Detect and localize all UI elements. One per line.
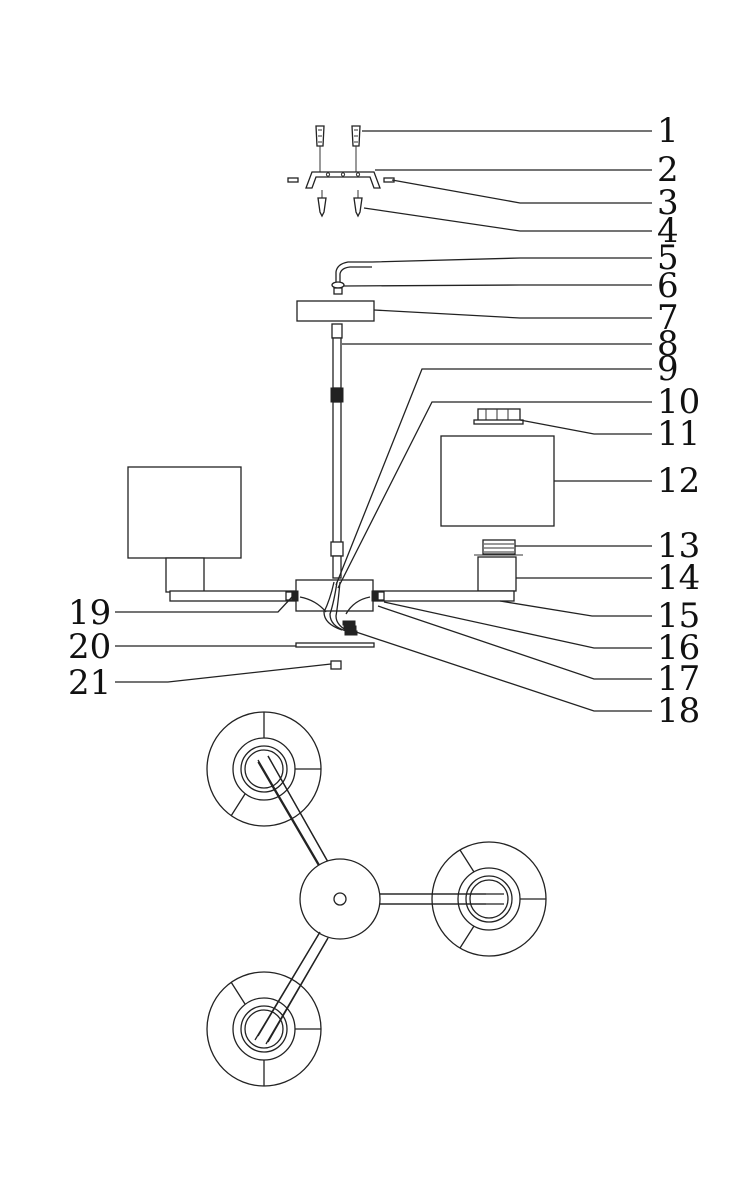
callout-6: 6 [657, 266, 679, 306]
callout-14: 14 [657, 558, 700, 598]
top-view-shade-1 [206, 711, 329, 867]
callout-7: 7 [657, 298, 679, 338]
socket-holder-part [477, 556, 517, 592]
washer-part [331, 281, 345, 289]
wall-plug-part [315, 125, 361, 147]
callout-5: 5 [657, 238, 679, 278]
callout-2: 2 [657, 150, 679, 190]
socket-holder-left [165, 557, 205, 593]
callout-11: 11 [657, 414, 700, 454]
top-view [206, 711, 547, 1087]
top-view-canopy [299, 858, 381, 940]
top-view-shade-2 [431, 841, 547, 957]
arm-nut-right [371, 590, 379, 602]
callout-10: 10 [657, 382, 700, 422]
leader-lines [115, 130, 652, 712]
callout-21: 21 [68, 663, 111, 703]
callout-8: 8 [657, 324, 679, 364]
callout-9: 9 [657, 349, 679, 389]
callout-16: 16 [657, 628, 700, 668]
top-view-center-hole [333, 892, 347, 906]
wall-screw-part [317, 190, 363, 218]
lamp-shade-part [440, 435, 555, 527]
bulb-cap-part [473, 408, 524, 425]
callout-1: 1 [657, 111, 679, 151]
side-view [127, 125, 555, 670]
callout-19: 19 [68, 593, 111, 633]
callout-20: 20 [68, 627, 111, 667]
arm-left-part [169, 590, 297, 602]
callout-18: 18 [657, 691, 700, 731]
socket-thread-part [474, 539, 523, 556]
callout-12: 12 [657, 461, 700, 501]
callout-15: 15 [657, 596, 700, 636]
canopy-part [296, 300, 375, 322]
callout-4: 4 [657, 211, 679, 251]
bottom-plate-part [295, 642, 375, 648]
mounting-bracket-part [305, 171, 381, 189]
callout-numbers: 1 2 3 4 5 6 7 8 9 10 11 12 13 14 15 16 1… [68, 111, 700, 731]
callout-13: 13 [657, 526, 700, 566]
finial-part [330, 660, 342, 670]
callout-17: 17 [657, 659, 700, 699]
arm-right-part [371, 590, 515, 602]
suspension-rod-part [330, 323, 344, 579]
arm-nut-left [291, 590, 299, 602]
lamp-shade-left [127, 466, 242, 559]
top-view-shade-3 [206, 971, 322, 1087]
power-cable-part [335, 261, 372, 282]
callout-3: 3 [657, 183, 679, 223]
